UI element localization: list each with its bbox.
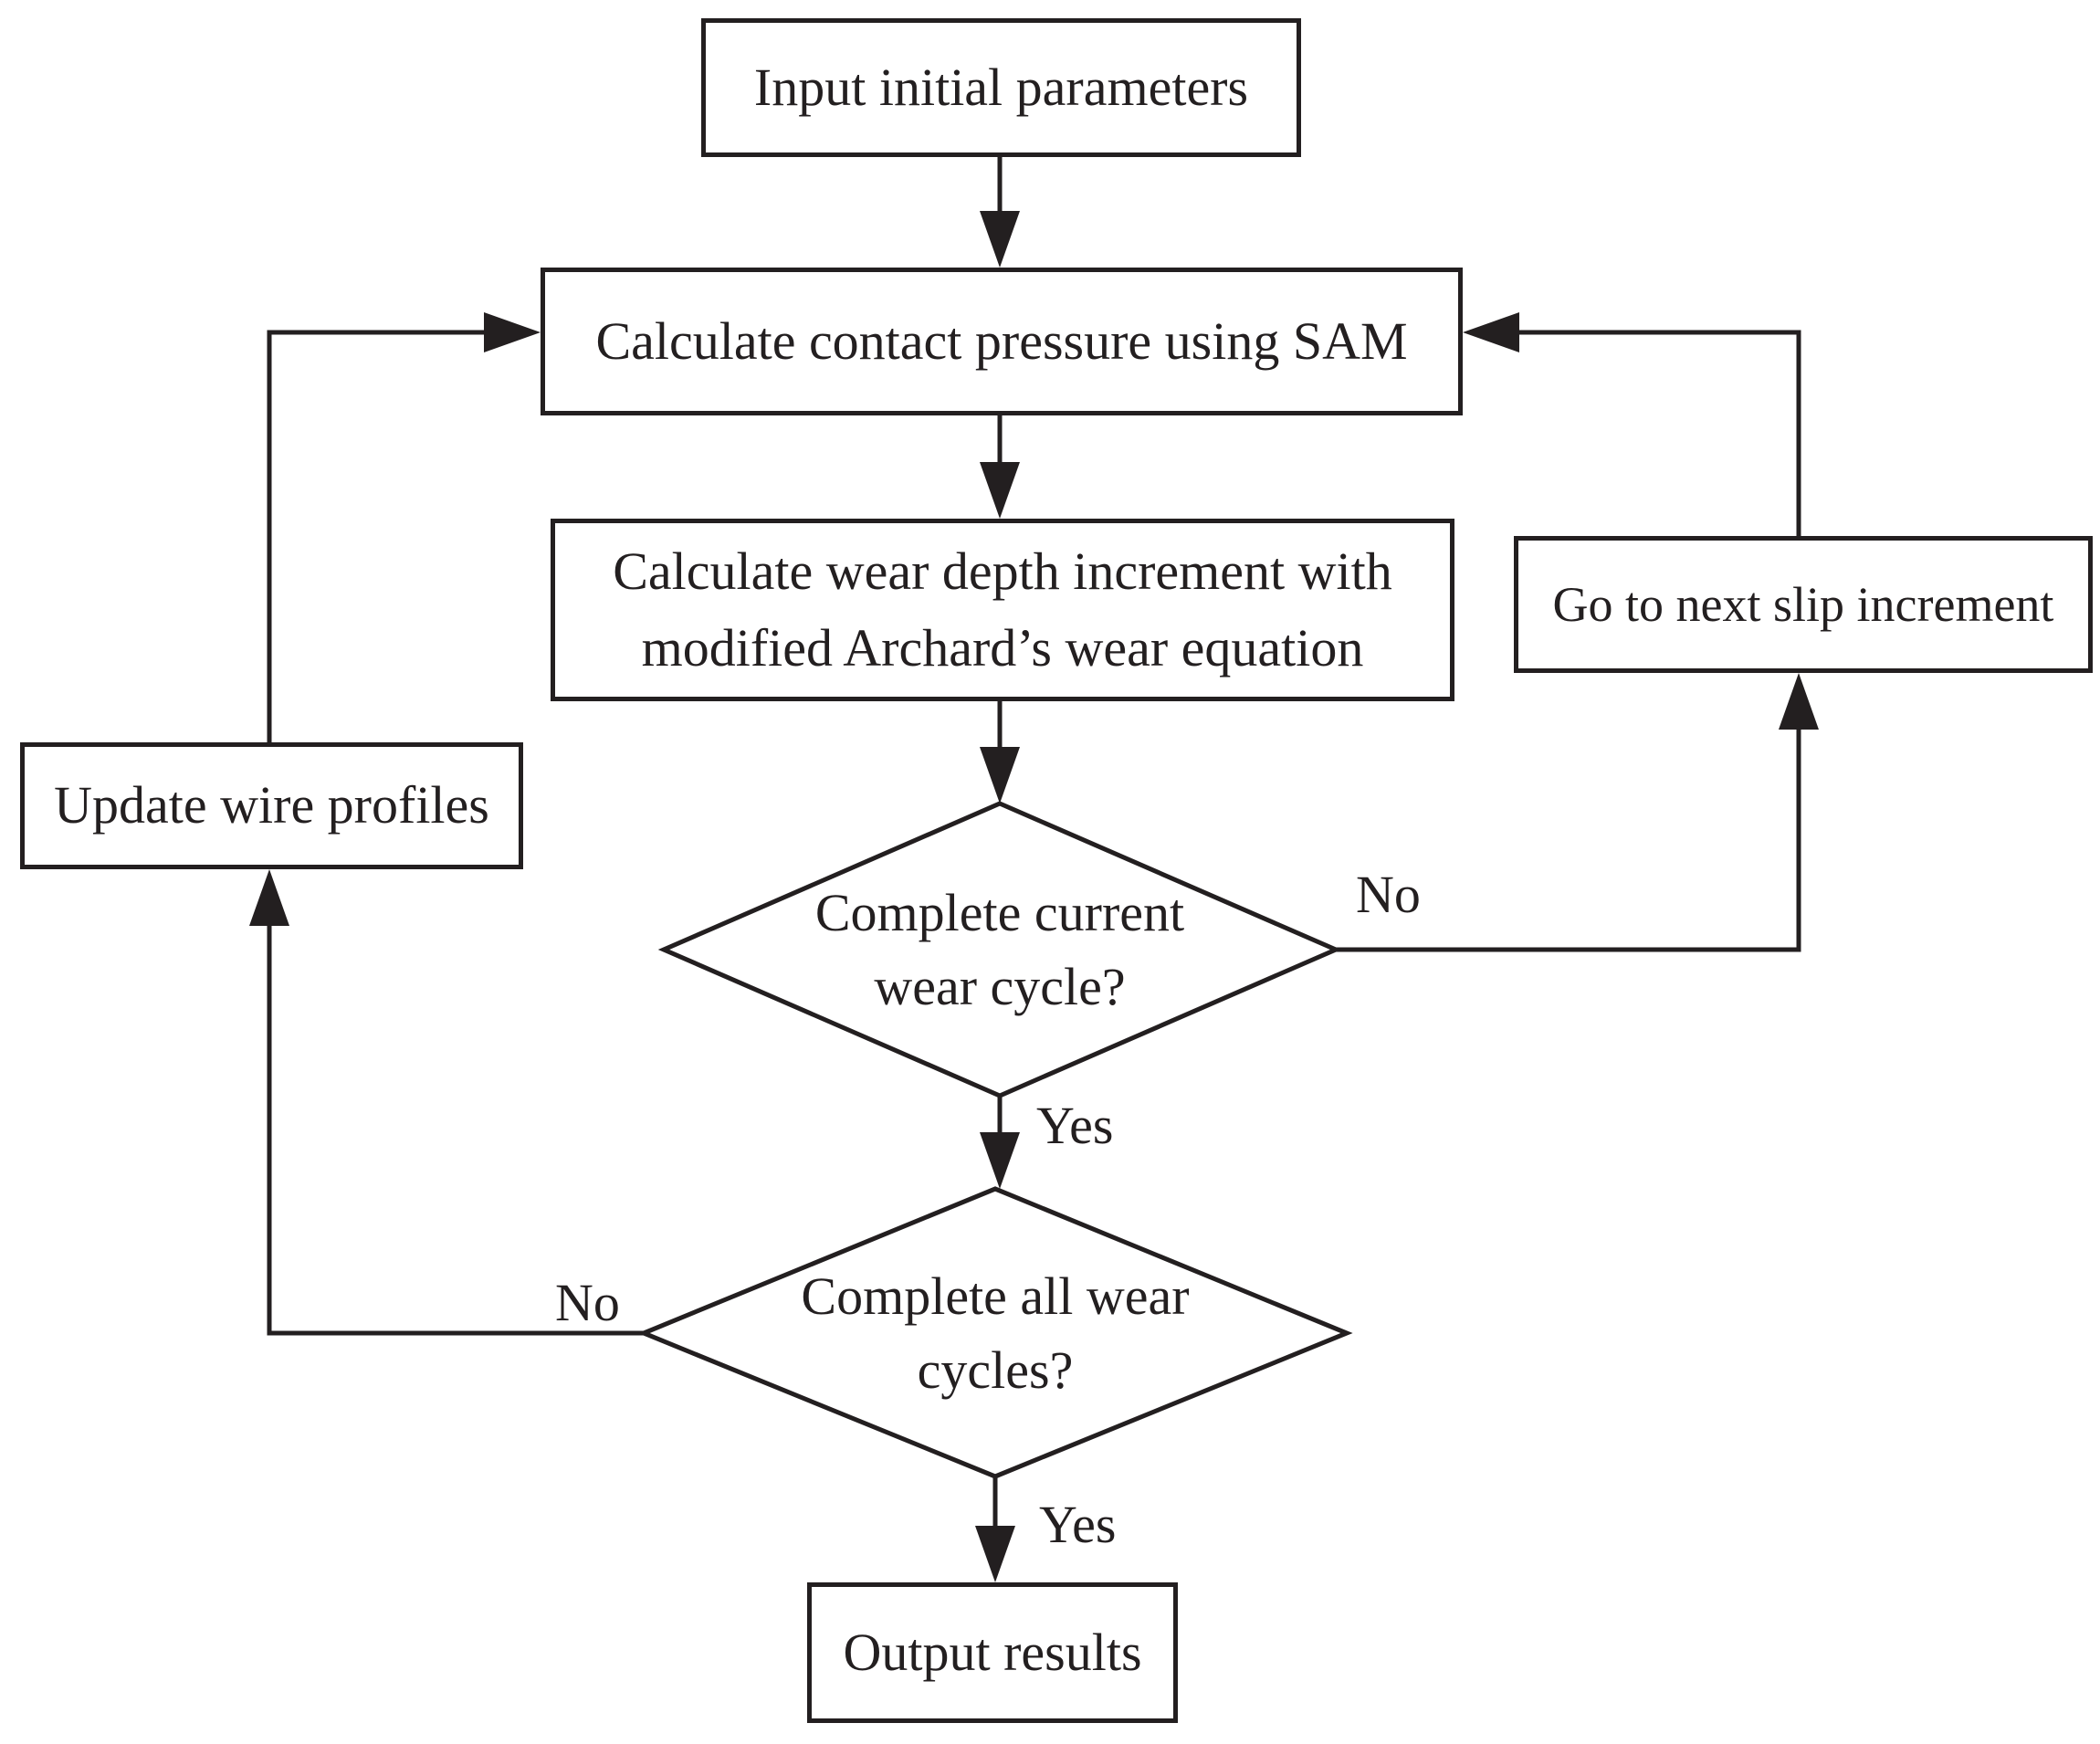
node-go-to-next-slip-increment: Go to next slip increment (1514, 536, 2093, 673)
arrowhead-into-next-slip-bottom (1779, 673, 1819, 730)
arrowhead-into-output (975, 1526, 1015, 1582)
arrowhead-into-update-wires-bottom (249, 869, 289, 926)
edge-all-no-to-update-wires (267, 926, 644, 1336)
arrowhead-into-pressure-top (980, 211, 1020, 268)
arrowhead-into-pressure-right (1463, 312, 1519, 352)
label-yes-current-cycle: Yes (1036, 1096, 1114, 1155)
edge-next-slip-to-pressure (1519, 330, 1801, 536)
node-calculate-contact-pressure: Calculate contact pressure using SAM (541, 268, 1463, 415)
arrowhead-into-wear-top (980, 462, 1020, 519)
label-no-current-cycle: No (1356, 865, 1421, 924)
arrowhead-into-pressure-left (484, 312, 541, 352)
edge-current-no-to-next-slip (1336, 730, 1801, 952)
decision-all-cycles-label: Complete all wear cycles? (801, 1266, 1190, 1400)
node-calculate-wear-depth: Calculate wear depth increment with modi… (551, 519, 1454, 701)
node-update-wire-profiles: Update wire profiles (20, 742, 523, 869)
decision-current-cycle-shape (657, 801, 1342, 1098)
decision-current-cycle-label: Complete current wear cycle? (814, 882, 1185, 1016)
arrowhead-into-all-decision (980, 1132, 1020, 1189)
label-yes-all-cycles: Yes (1039, 1495, 1117, 1554)
edge-update-wires-to-pressure (267, 330, 484, 742)
node-output-results: Output results (807, 1582, 1178, 1723)
decision-all-cycles-shape (637, 1186, 1353, 1479)
node-input-initial-parameters: Input initial parameters (701, 18, 1301, 157)
label-no-all-cycles: No (555, 1273, 620, 1332)
arrowhead-into-current-decision (980, 747, 1020, 804)
